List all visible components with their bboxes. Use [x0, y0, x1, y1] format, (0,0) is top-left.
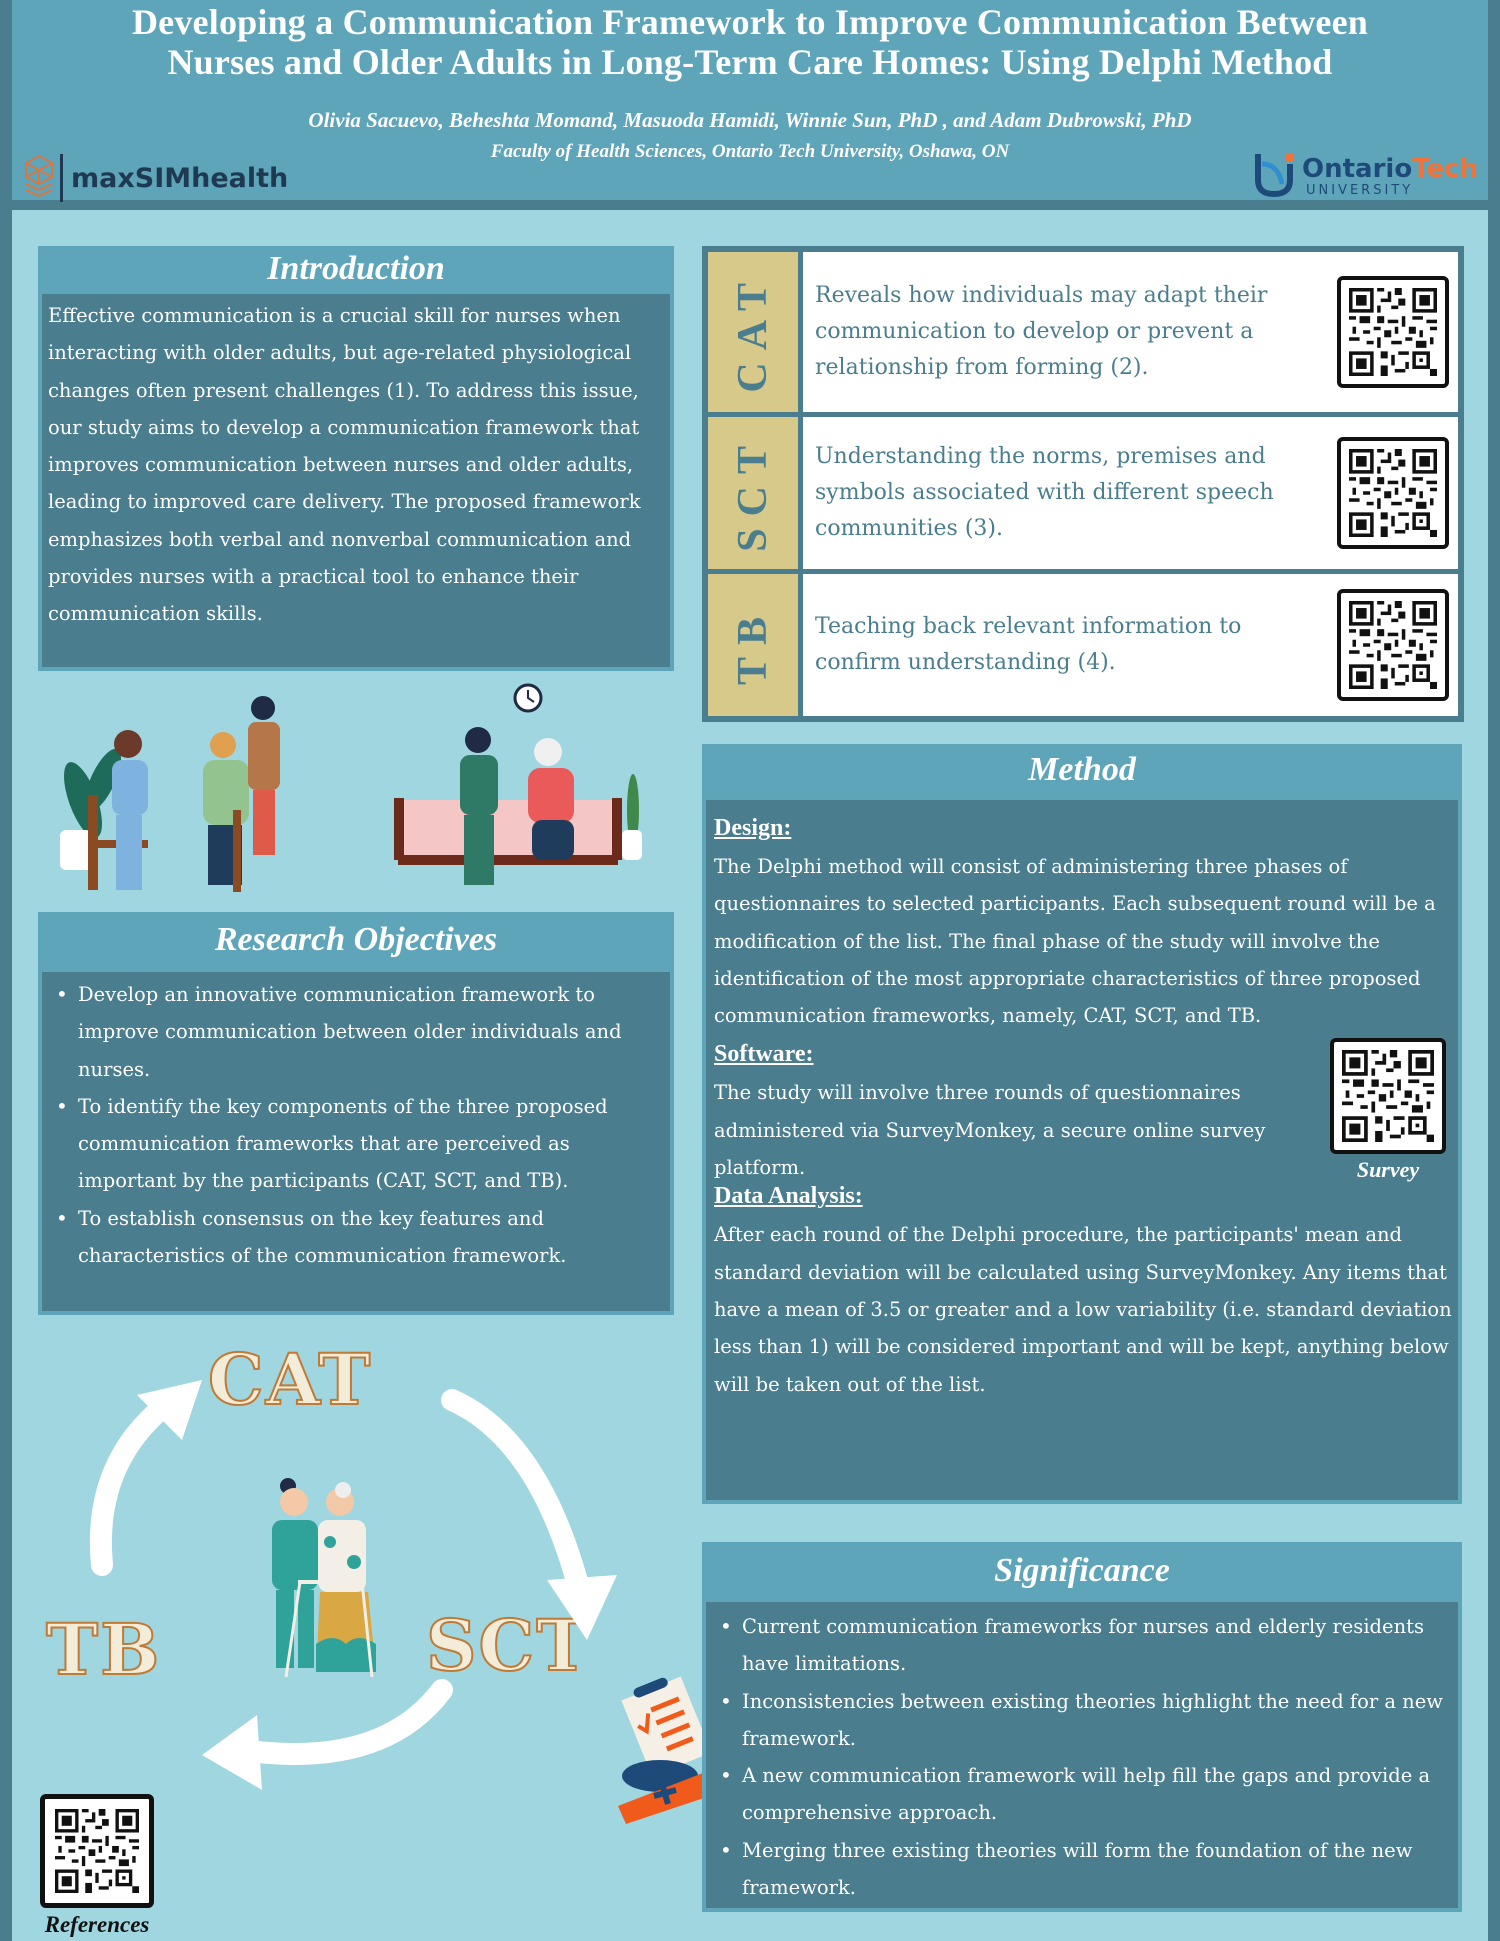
framework-tag: CAT — [708, 252, 798, 412]
design-text: The Delphi method will consist of admini… — [714, 855, 1436, 1028]
method-body: Design: The Delphi method will consist o… — [706, 800, 1458, 1500]
poster-title: Developing a Communication Framework to … — [12, 2, 1488, 82]
qr-code-icon[interactable] — [1337, 589, 1449, 701]
references-caption: References — [44, 1912, 150, 1937]
ontario-tech-shield-icon — [1252, 150, 1296, 202]
framework-tag: SCT — [708, 417, 798, 569]
clipboard-nurse-cap-icon — [618, 1676, 716, 1824]
method-heading: Method — [1028, 751, 1136, 788]
poster-canvas: Introduction Effective communication is … — [12, 210, 1488, 1941]
objective-item: To establish consensus on the key featur… — [42, 1200, 670, 1275]
author-list: Olivia Sacuevo, Beheshta Momand, Masuoda… — [308, 108, 1192, 132]
cycle-label-cat: CAT — [207, 1337, 373, 1422]
nurse-visit-illustrations — [48, 680, 668, 900]
qr-code-icon[interactable] — [1337, 276, 1449, 388]
software-text: The study will involve three rounds of q… — [714, 1081, 1266, 1180]
ontario-tech-wordmark: OntarioTech — [1302, 153, 1479, 184]
qr-code-icon[interactable] — [1337, 437, 1449, 549]
significance-list: Current communication frameworks for nur… — [706, 1608, 1452, 1906]
university-label: UNIVERSITY — [1306, 182, 1414, 198]
significance-heading: Significance — [994, 1552, 1170, 1589]
method-panel: Method Design: The Delphi method will co… — [702, 744, 1462, 1504]
introduction-panel: Introduction Effective communication is … — [38, 246, 674, 671]
care-scene-illustration — [60, 683, 642, 892]
framework-tag: TB — [708, 574, 798, 716]
nurse-with-elder-illustration — [272, 1478, 376, 1678]
software-label: Software: — [714, 1041, 814, 1068]
references-qr-code-icon[interactable] — [40, 1794, 154, 1908]
framework-row-cat: CAT Reveals how individuals may adapt th… — [708, 252, 1458, 412]
maxsimhealth-wordmark: maxSIMhealth — [71, 162, 289, 194]
significance-item: Inconsistencies between existing theorie… — [706, 1683, 1452, 1758]
research-objectives-panel: Research Objectives Develop an innovativ… — [38, 912, 674, 1315]
cycle-label-tb: TB — [45, 1607, 162, 1692]
framework-description: Teaching back relevant information to co… — [815, 614, 1242, 675]
significance-panel: Significance Current communication frame… — [702, 1542, 1462, 1912]
objective-item: To identify the key components of the th… — [42, 1088, 670, 1200]
objectives-list: Develop an innovative communication fram… — [42, 976, 670, 1274]
survey-qr-caption: Survey — [1356, 1157, 1420, 1183]
cycle-arrows-icon — [89, 1380, 617, 1790]
logo-divider — [60, 154, 63, 202]
maxsimhealth-logo: maxSIMhealth — [24, 152, 288, 204]
objective-item: Develop an innovative communication fram… — [42, 976, 670, 1088]
survey-qr-code-icon[interactable] — [1330, 1038, 1446, 1155]
affiliation: Faculty of Health Sciences, Ontario Tech… — [490, 141, 1010, 162]
introduction-body: Effective communication is a crucial ski… — [42, 294, 670, 667]
framework-table: CAT Reveals how individuals may adapt th… — [702, 246, 1464, 722]
framework-row-tb: TB Teaching back relevant information to… — [708, 574, 1458, 716]
ontario-tech-logo: OntarioTech UNIVERSITY — [1252, 150, 1478, 202]
title-line-1: Developing a Communication Framework to … — [131, 2, 1369, 42]
significance-item: Merging three existing theories will for… — [706, 1832, 1452, 1907]
framework-description: Understanding the norms, premises and sy… — [815, 444, 1274, 541]
framework-description: Reveals how individuals may adapt their … — [815, 283, 1268, 380]
research-objectives-body: Develop an innovative communication fram… — [42, 972, 670, 1311]
title-line-2: Nurses and Older Adults in Long-Term Car… — [167, 42, 1333, 82]
significance-item: Current communication frameworks for nur… — [706, 1608, 1452, 1683]
introduction-heading: Introduction — [267, 250, 445, 287]
significance-item: A new communication framework will help … — [706, 1757, 1452, 1832]
data-analysis-label: Data Analysis: — [714, 1183, 863, 1210]
cycle-label-sct: SCT — [425, 1603, 591, 1688]
research-objectives-heading: Research Objectives — [214, 921, 498, 958]
framework-row-sct: SCT Understanding the norms, premises an… — [708, 417, 1458, 569]
references-block: References — [40, 1794, 154, 1941]
cube-logo-icon — [24, 154, 54, 202]
significance-body: Current communication frameworks for nur… — [706, 1602, 1458, 1908]
introduction-text: Effective communication is a crucial ski… — [48, 304, 641, 626]
data-analysis-text: After each round of the Delphi procedure… — [714, 1223, 1452, 1396]
design-label: Design: — [714, 815, 792, 841]
poster-header: Developing a Communication Framework to … — [12, 0, 1488, 202]
